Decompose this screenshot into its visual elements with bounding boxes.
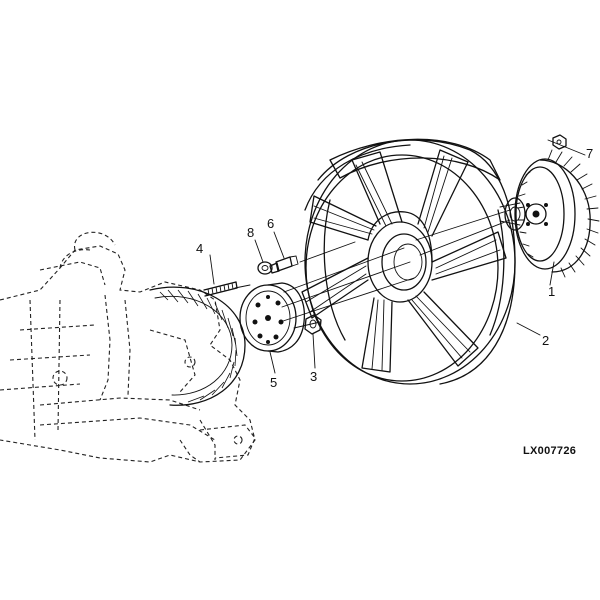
engine-block-icon (0, 231, 256, 463)
fan-blade-wheel-icon (301, 138, 516, 385)
callout-6: 6 (267, 216, 274, 231)
stud-icon (203, 281, 238, 297)
callout-3: 3 (310, 369, 317, 384)
assembly-lines (234, 209, 511, 329)
fan-clutch-icon (499, 149, 600, 278)
callout-7: 7 (586, 146, 593, 161)
callout-5: 5 (270, 375, 277, 390)
callout-8: 8 (247, 225, 254, 240)
callout-4: 4 (196, 241, 203, 256)
drawing-reference-code: LX007726 (523, 445, 577, 457)
hub-flange-icon (239, 282, 306, 353)
leader-lines (209, 139, 586, 374)
callout-2: 2 (542, 333, 549, 348)
washer-icon (257, 261, 273, 275)
crank-pulley-icon (149, 286, 246, 406)
callout-1: 1 (548, 284, 555, 299)
bolt-icon (269, 255, 299, 274)
